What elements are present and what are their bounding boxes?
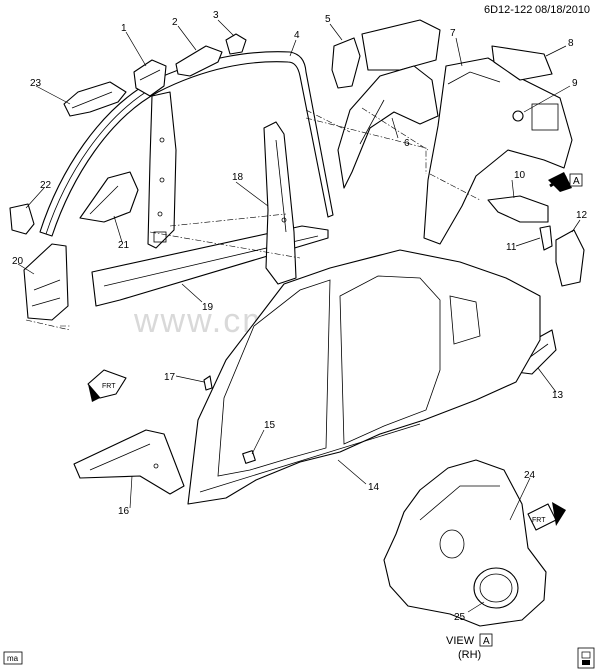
front-arrow-left: FRT [87,369,127,402]
callout-15: 15 [264,420,276,431]
callout-11: 11 [506,242,517,253]
part-23-bracket [63,81,127,117]
document-icon-base [582,660,590,665]
callout-10: 10 [514,170,526,181]
part-6-wheelhouse [337,65,439,189]
callout-1: 1 [121,23,127,34]
callout-16: 16 [118,506,130,517]
corner-tag: ma [7,654,19,663]
callout-18: 18 [232,172,244,183]
part-7-quarter-panel [423,57,573,245]
view-a-arrow: A [548,172,583,192]
view-label: VIEW [446,635,475,647]
callout-17: 17 [164,372,176,383]
callout-8: 8 [568,38,574,49]
view-letter-box [479,633,493,647]
quarter-inner-upper [361,19,441,71]
part-5-bracket [331,37,361,89]
part-14-body-side-outer [187,249,541,505]
front-arrow-right-text: FRT [532,517,546,524]
part-21-reinforcement [79,171,139,223]
part-3-clip [225,33,247,55]
callout-12: 12 [576,210,588,221]
callout-5: 5 [325,14,331,25]
callout-25: 25 [454,612,466,623]
part-16-hinge-pillar [73,429,185,495]
callout-24: 24 [524,470,536,481]
callout-4: 4 [294,30,300,41]
part-12-pocket [555,229,585,287]
callout-6: 6 [404,138,410,149]
callout-2: 2 [172,17,178,28]
view-a-assembly [383,459,547,627]
callout-13: 13 [552,390,564,401]
callout-22: 22 [40,180,52,191]
part-22-bracket [9,203,35,235]
callout-14: 14 [368,482,380,493]
document-icon [581,651,591,659]
view-letter: A [483,636,490,647]
part-10-reinforcement [487,195,549,223]
view-side: (RH) [458,649,481,661]
part-8-bracket [491,45,553,81]
corner-tag-box [3,651,23,665]
part-9-grommet [512,110,524,122]
part-11-clip [539,225,553,251]
callout-9: 9 [572,78,578,89]
footer: ma VIEW A (RH) [3,633,595,669]
callout-3: 3 [213,10,219,21]
callout-21: 21 [118,240,130,251]
part-20-bracket [23,243,69,321]
callout-19: 19 [202,302,214,313]
part-17-clip [203,375,213,391]
callout-7: 7 [450,28,456,39]
callout-23: 23 [30,78,42,89]
part-1-bracket [133,59,167,97]
view-a-letter-box [569,173,583,187]
a-pillar-inner [147,91,177,249]
diagram-code: 6D12-122 [484,4,532,16]
part-2-bracket [175,45,223,77]
front-arrow-right: FRT [527,502,566,531]
view-a-letter: A [573,176,580,187]
callout-20: 20 [12,256,24,267]
leader-lines [17,19,581,613]
callout-labels: 1 2 3 4 5 6 7 8 9 10 11 12 13 14 15 16 1… [12,10,588,623]
front-arrow-left-text: FRT [102,383,116,390]
part-18-b-pillar [263,121,297,285]
diagram-date: 08/18/2010 [535,4,590,16]
